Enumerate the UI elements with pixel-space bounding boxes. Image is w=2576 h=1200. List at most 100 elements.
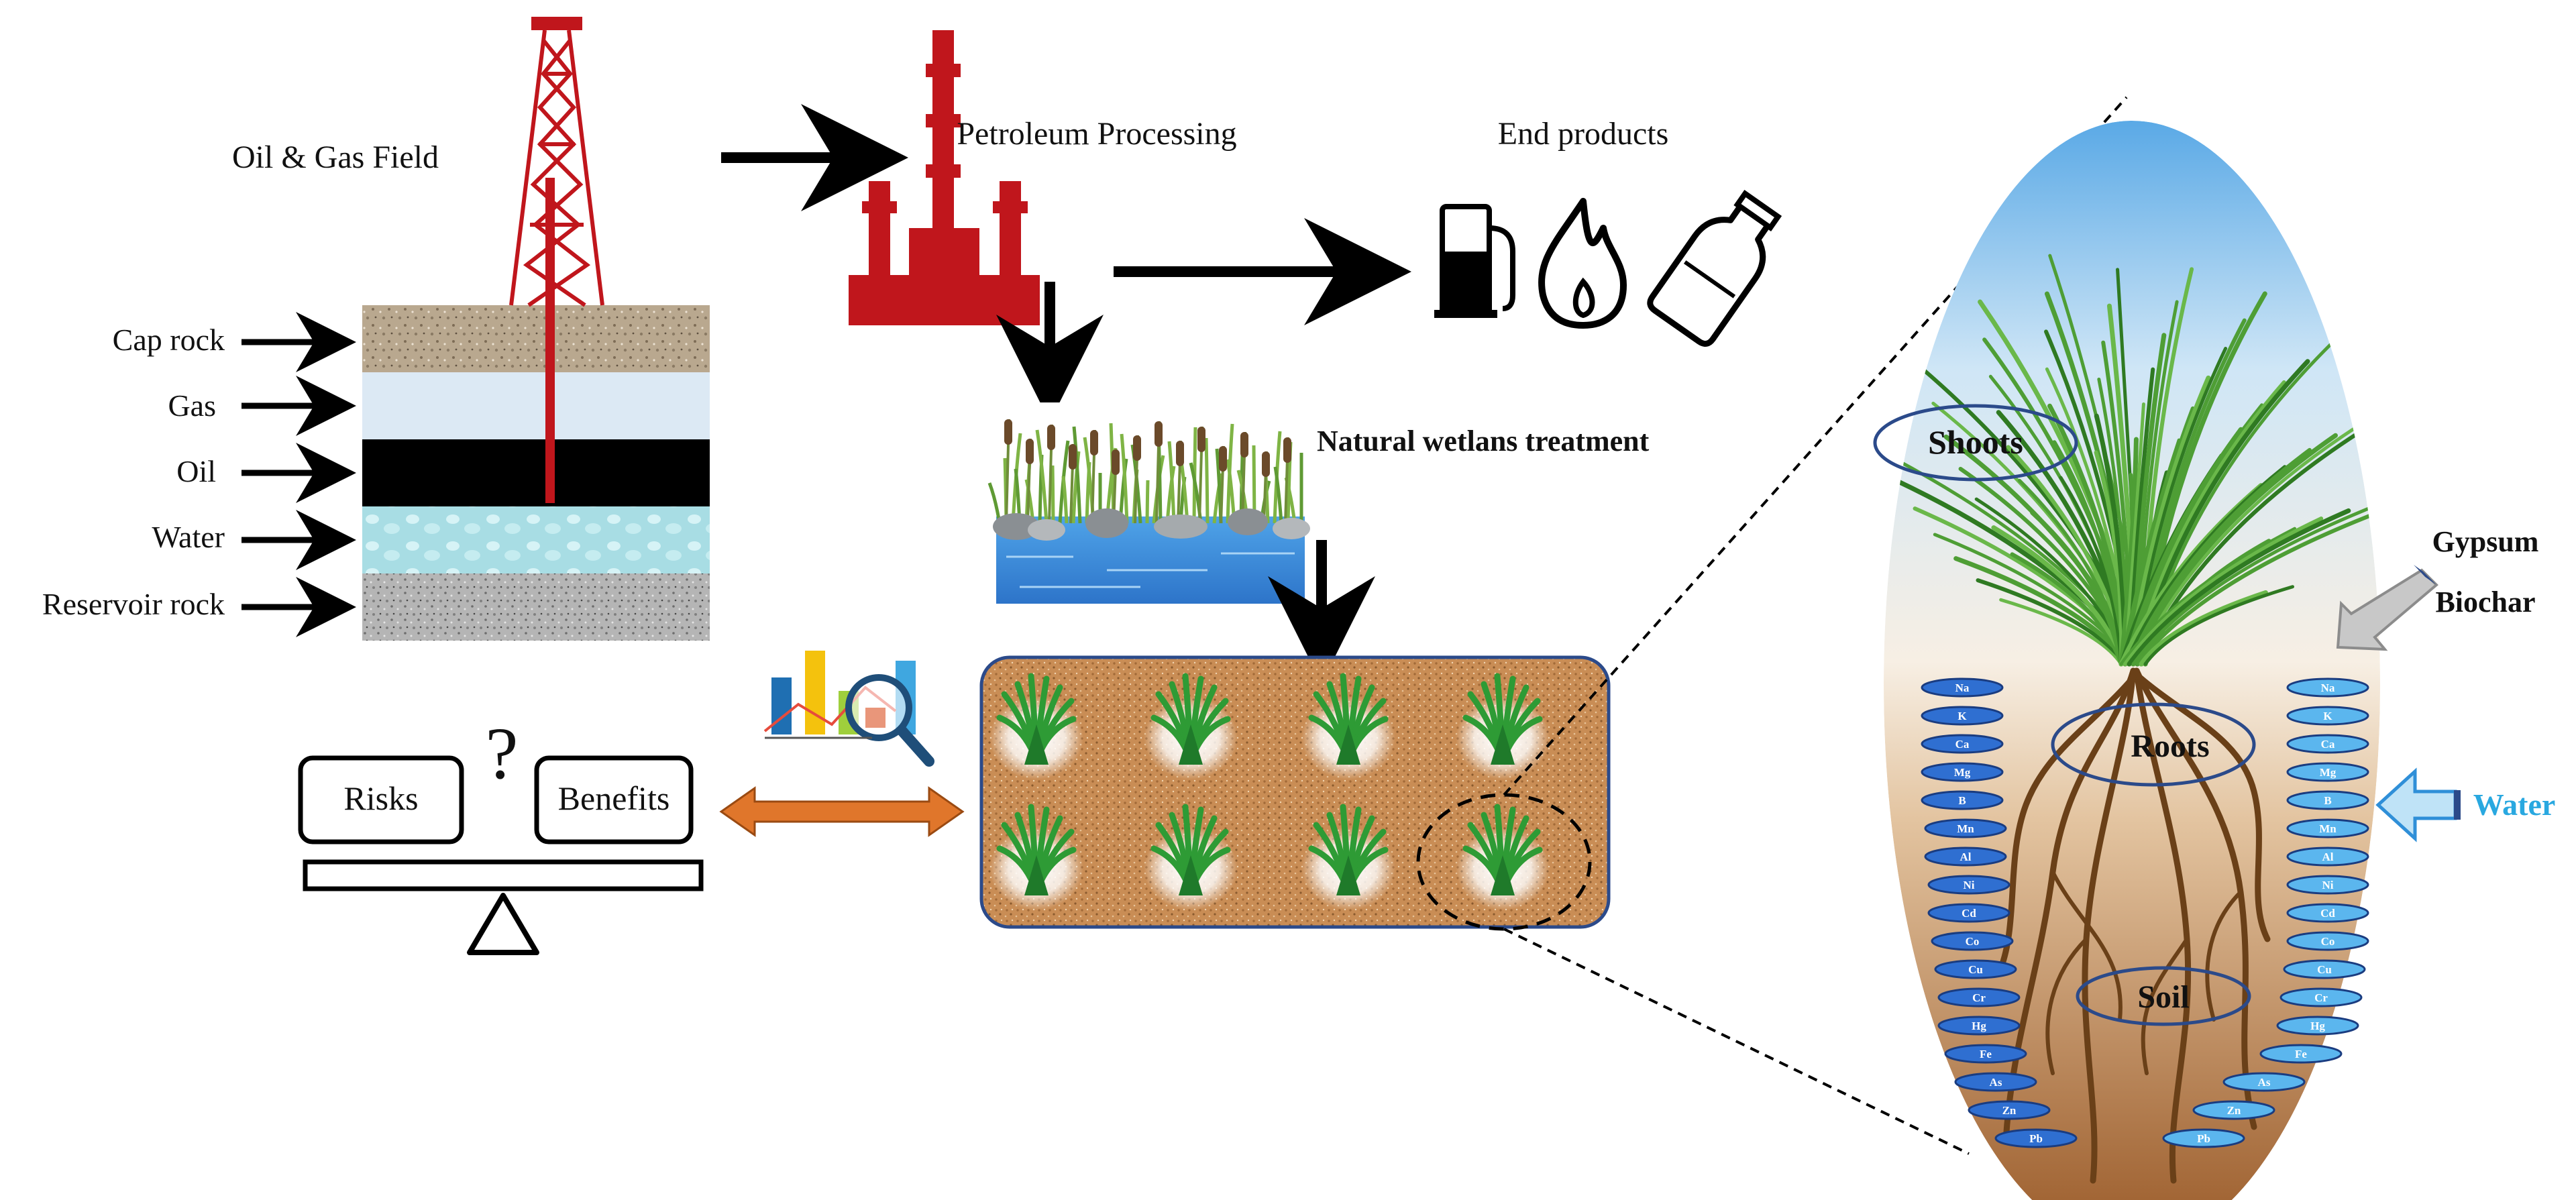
ion-right-label: Hg — [2310, 1020, 2325, 1032]
ion-right-label: Mg — [2320, 766, 2337, 779]
ion-right-label: Pb — [2197, 1132, 2210, 1145]
ion-right-b: B — [2286, 790, 2369, 810]
ion-right-zn: Zn — [2192, 1100, 2275, 1120]
ion-right-al: Al — [2286, 847, 2369, 867]
risk-benefit-balance: Risks Benefits ? — [298, 712, 704, 955]
risks-label: Risks — [343, 779, 418, 817]
layer-label-gas: Gas — [168, 388, 216, 423]
ion-right-mn: Mn — [2286, 818, 2369, 838]
oil-derrick-icon — [509, 17, 604, 503]
benefits-label: Benefits — [558, 779, 670, 817]
planted-soil-panel — [979, 655, 1611, 931]
layer-label-reservoir-rock: Reservoir rock — [42, 587, 225, 621]
ion-left-al: Al — [1924, 847, 2007, 867]
assessment-double-arrow — [719, 786, 965, 837]
soil-panel — [979, 655, 1611, 929]
reservoir-rock-layer — [362, 574, 710, 641]
ion-left-co: Co — [1931, 931, 2014, 951]
ion-right-label: Co — [2321, 935, 2335, 948]
ion-right-fe: Fe — [2259, 1044, 2343, 1064]
ion-right-label: Al — [2322, 851, 2334, 863]
end-products: End products — [1434, 116, 1782, 347]
seedling-icon — [1301, 804, 1395, 910]
balance-fulcrum — [467, 893, 539, 955]
ion-left-label: K — [1957, 710, 1967, 722]
analytics-chart-icon — [763, 651, 934, 767]
ion-left-mg: Mg — [1921, 762, 2004, 782]
ion-left-label: Mg — [1954, 766, 1971, 779]
ion-right-cr: Cr — [2279, 987, 2363, 1007]
ion-left-pb: Pb — [1994, 1128, 2078, 1148]
ion-right-pb: Pb — [2162, 1128, 2245, 1148]
soil-label: Soil — [2137, 979, 2189, 1015]
ion-right-ca: Ca — [2286, 734, 2369, 754]
oil-field-title: Oil & Gas Field — [232, 140, 439, 175]
ion-left-label: Zn — [2002, 1104, 2017, 1117]
seedling-icon — [1144, 673, 1238, 779]
water-label: Water — [2473, 787, 2556, 822]
ion-right-label: Cd — [2320, 907, 2335, 920]
seedling-icon — [1301, 673, 1395, 779]
balance-beam — [303, 859, 704, 891]
roots-label: Roots — [2131, 728, 2209, 764]
wetland-image — [987, 402, 1310, 604]
ion-left-as: As — [1954, 1072, 2037, 1092]
amendment-arrow — [2336, 565, 2438, 651]
ion-left-na: Na — [1921, 677, 2004, 698]
petroleum-processing: Petroleum Processing — [721, 30, 1411, 422]
grass-shoots — [1884, 254, 2380, 667]
layer-label-oil: Oil — [176, 454, 216, 488]
seedling-icon — [1456, 804, 1550, 910]
fuel-pump-icon — [1434, 204, 1515, 318]
ion-left-label: Mn — [1957, 822, 1974, 835]
cap-rock-layer — [362, 305, 710, 372]
wetland-stones — [993, 508, 1310, 541]
seedling-icon — [989, 673, 1083, 779]
shoots-label: Shoots — [1928, 423, 2023, 461]
benefits-box — [534, 755, 694, 844]
ion-right-as: As — [2222, 1072, 2306, 1092]
ion-right-label: Ca — [2321, 738, 2335, 751]
end-products-label: End products — [1498, 116, 1669, 152]
ion-right-co: Co — [2286, 931, 2369, 951]
ion-right-k: K — [2286, 706, 2369, 726]
shoots-oval — [1873, 404, 2078, 482]
processing-label: Petroleum Processing — [957, 116, 1236, 152]
soil-oval — [2076, 966, 2251, 1026]
ion-left-label: Cd — [1962, 907, 1976, 920]
ion-left-k: K — [1921, 706, 2004, 726]
ion-right-label: K — [2323, 710, 2332, 722]
ion-right-label: Cr — [2314, 991, 2328, 1004]
ion-right-label: B — [2324, 794, 2331, 807]
ion-left-cr: Cr — [1937, 987, 2021, 1007]
gas-layer — [362, 372, 710, 439]
risks-box — [298, 755, 464, 844]
ion-right-label: Mn — [2319, 822, 2337, 835]
ion-right-na: Na — [2286, 677, 2369, 698]
ion-left-mn: Mn — [1924, 818, 2007, 838]
ion-left-label: As — [1990, 1076, 2002, 1089]
ion-right-label: Ni — [2322, 879, 2334, 891]
gypsum-label: Gypsum — [2432, 525, 2539, 558]
ion-left-label: Fe — [1980, 1048, 1992, 1060]
ion-left-label: Co — [1966, 935, 1980, 948]
flame-icon — [1538, 198, 1627, 329]
ion-left-cd: Cd — [1927, 903, 2010, 923]
ion-left-label: Pb — [2029, 1132, 2043, 1145]
ion-left-cu: Cu — [1934, 959, 2017, 979]
ion-right-label: Cu — [2317, 963, 2332, 976]
seedlings — [989, 673, 1550, 910]
roots-oval — [2051, 702, 2256, 787]
question-mark: ? — [486, 712, 519, 794]
zoom-circle — [1416, 793, 1592, 931]
ion-right-ni: Ni — [2286, 875, 2369, 895]
ion-left-label: Al — [1960, 851, 1972, 863]
biochar-label: Biochar — [2435, 586, 2535, 618]
ion-right-cu: Cu — [2283, 959, 2366, 979]
layer-label-water: Water — [152, 520, 225, 554]
ion-right-label: Na — [2321, 681, 2335, 694]
ion-left-label: Cu — [1968, 963, 1983, 976]
